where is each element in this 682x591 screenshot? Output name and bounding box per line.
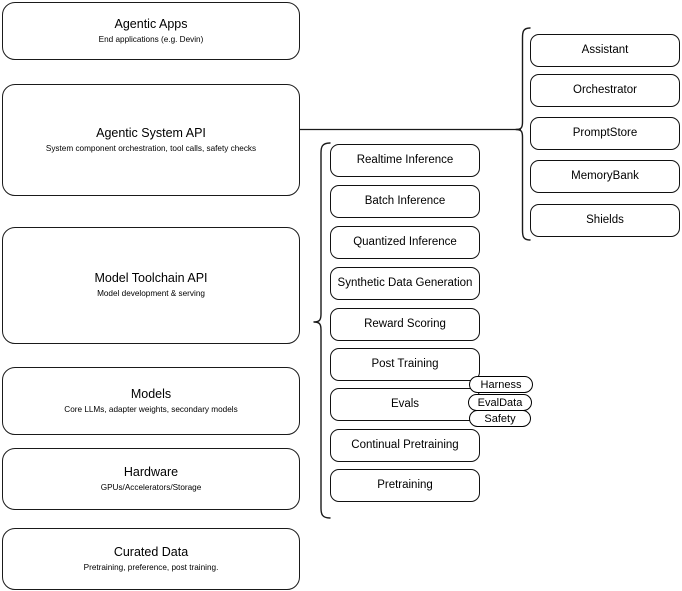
eval-badge-harness[interactable]: Harness bbox=[469, 376, 533, 393]
stack-layer-subtitle: End applications (e.g. Devin) bbox=[98, 34, 204, 44]
system-component-promptstore[interactable]: PromptStore bbox=[530, 117, 680, 150]
eval-badge-evaldata[interactable]: EvalData bbox=[468, 394, 532, 411]
capability-continual-pretraining[interactable]: Continual Pretraining bbox=[330, 429, 480, 462]
capability-batch-inference[interactable]: Batch Inference bbox=[330, 185, 480, 218]
system-component-assistant[interactable]: Assistant bbox=[530, 34, 680, 67]
stack-layer-title: Agentic Apps bbox=[114, 16, 188, 31]
eval-badge-safety[interactable]: Safety bbox=[469, 410, 531, 427]
capability-post-training[interactable]: Post Training bbox=[330, 348, 480, 381]
capability-label: Batch Inference bbox=[364, 195, 446, 207]
capability-label: Post Training bbox=[371, 358, 439, 370]
capability-reward-scoring[interactable]: Reward Scoring bbox=[330, 308, 480, 341]
system-component-label: PromptStore bbox=[572, 127, 638, 139]
system-component-label: Orchestrator bbox=[573, 84, 637, 96]
stack-layer-subtitle: Pretraining, preference, post training. bbox=[83, 562, 219, 572]
stack-layer-subtitle: System component orchestration, tool cal… bbox=[45, 143, 257, 153]
stack-layer-curated-data[interactable]: Curated Data Pretraining, preference, po… bbox=[2, 528, 300, 590]
system-component-label: MemoryBank bbox=[571, 170, 639, 182]
system-component-orchestrator[interactable]: Orchestrator bbox=[530, 74, 680, 107]
stack-layer-agentic-apps[interactable]: Agentic Apps End applications (e.g. Devi… bbox=[2, 2, 300, 60]
eval-badge-label: EvalData bbox=[477, 396, 523, 409]
capability-label: Continual Pretraining bbox=[351, 439, 459, 451]
system-component-label: Shields bbox=[586, 214, 624, 226]
capability-evals[interactable]: Evals bbox=[330, 388, 480, 421]
capability-realtime-inference[interactable]: Realtime Inference bbox=[330, 144, 480, 177]
stack-layer-title: Curated Data bbox=[113, 544, 189, 559]
capability-label: Pretraining bbox=[377, 479, 433, 491]
stack-layer-title: Model Toolchain API bbox=[94, 271, 208, 285]
capability-label: Quantized Inference bbox=[353, 236, 457, 248]
stack-layer-title: Models bbox=[130, 386, 172, 401]
stack-layer-model-toolchain-api[interactable]: Model Toolchain API Model development & … bbox=[2, 227, 300, 344]
system-component-shields[interactable]: Shields bbox=[530, 204, 680, 237]
capability-label: Realtime Inference bbox=[356, 154, 454, 166]
stack-layer-subtitle: GPUs/Accelerators/Storage bbox=[100, 482, 202, 492]
stack-layer-agentic-system-api[interactable]: Agentic System API System component orch… bbox=[2, 84, 300, 196]
system-component-label: Assistant bbox=[581, 44, 629, 56]
brace-system-components bbox=[515, 27, 531, 241]
capability-synthetic-data-generation[interactable]: Synthetic Data Generation bbox=[330, 267, 480, 300]
capability-label: Synthetic Data Generation bbox=[337, 277, 473, 289]
stack-layer-title: Agentic System API bbox=[96, 125, 206, 140]
brace-toolchain-capabilities bbox=[313, 142, 331, 519]
capability-label: Evals bbox=[390, 398, 420, 410]
stack-layer-title: Hardware bbox=[123, 464, 179, 479]
stack-layer-subtitle: Core LLMs, adapter weights, secondary mo… bbox=[64, 404, 238, 414]
eval-badge-label: Safety bbox=[484, 412, 516, 425]
stack-layer-subtitle: Model development & serving bbox=[97, 289, 205, 298]
capability-pretraining[interactable]: Pretraining bbox=[330, 469, 480, 502]
capability-quantized-inference[interactable]: Quantized Inference bbox=[330, 226, 480, 259]
capability-label: Reward Scoring bbox=[364, 318, 446, 330]
stack-layer-models[interactable]: Models Core LLMs, adapter weights, secon… bbox=[2, 367, 300, 435]
eval-badge-label: Harness bbox=[480, 378, 522, 391]
stack-layer-hardware[interactable]: Hardware GPUs/Accelerators/Storage bbox=[2, 448, 300, 510]
system-component-memorybank[interactable]: MemoryBank bbox=[530, 160, 680, 193]
